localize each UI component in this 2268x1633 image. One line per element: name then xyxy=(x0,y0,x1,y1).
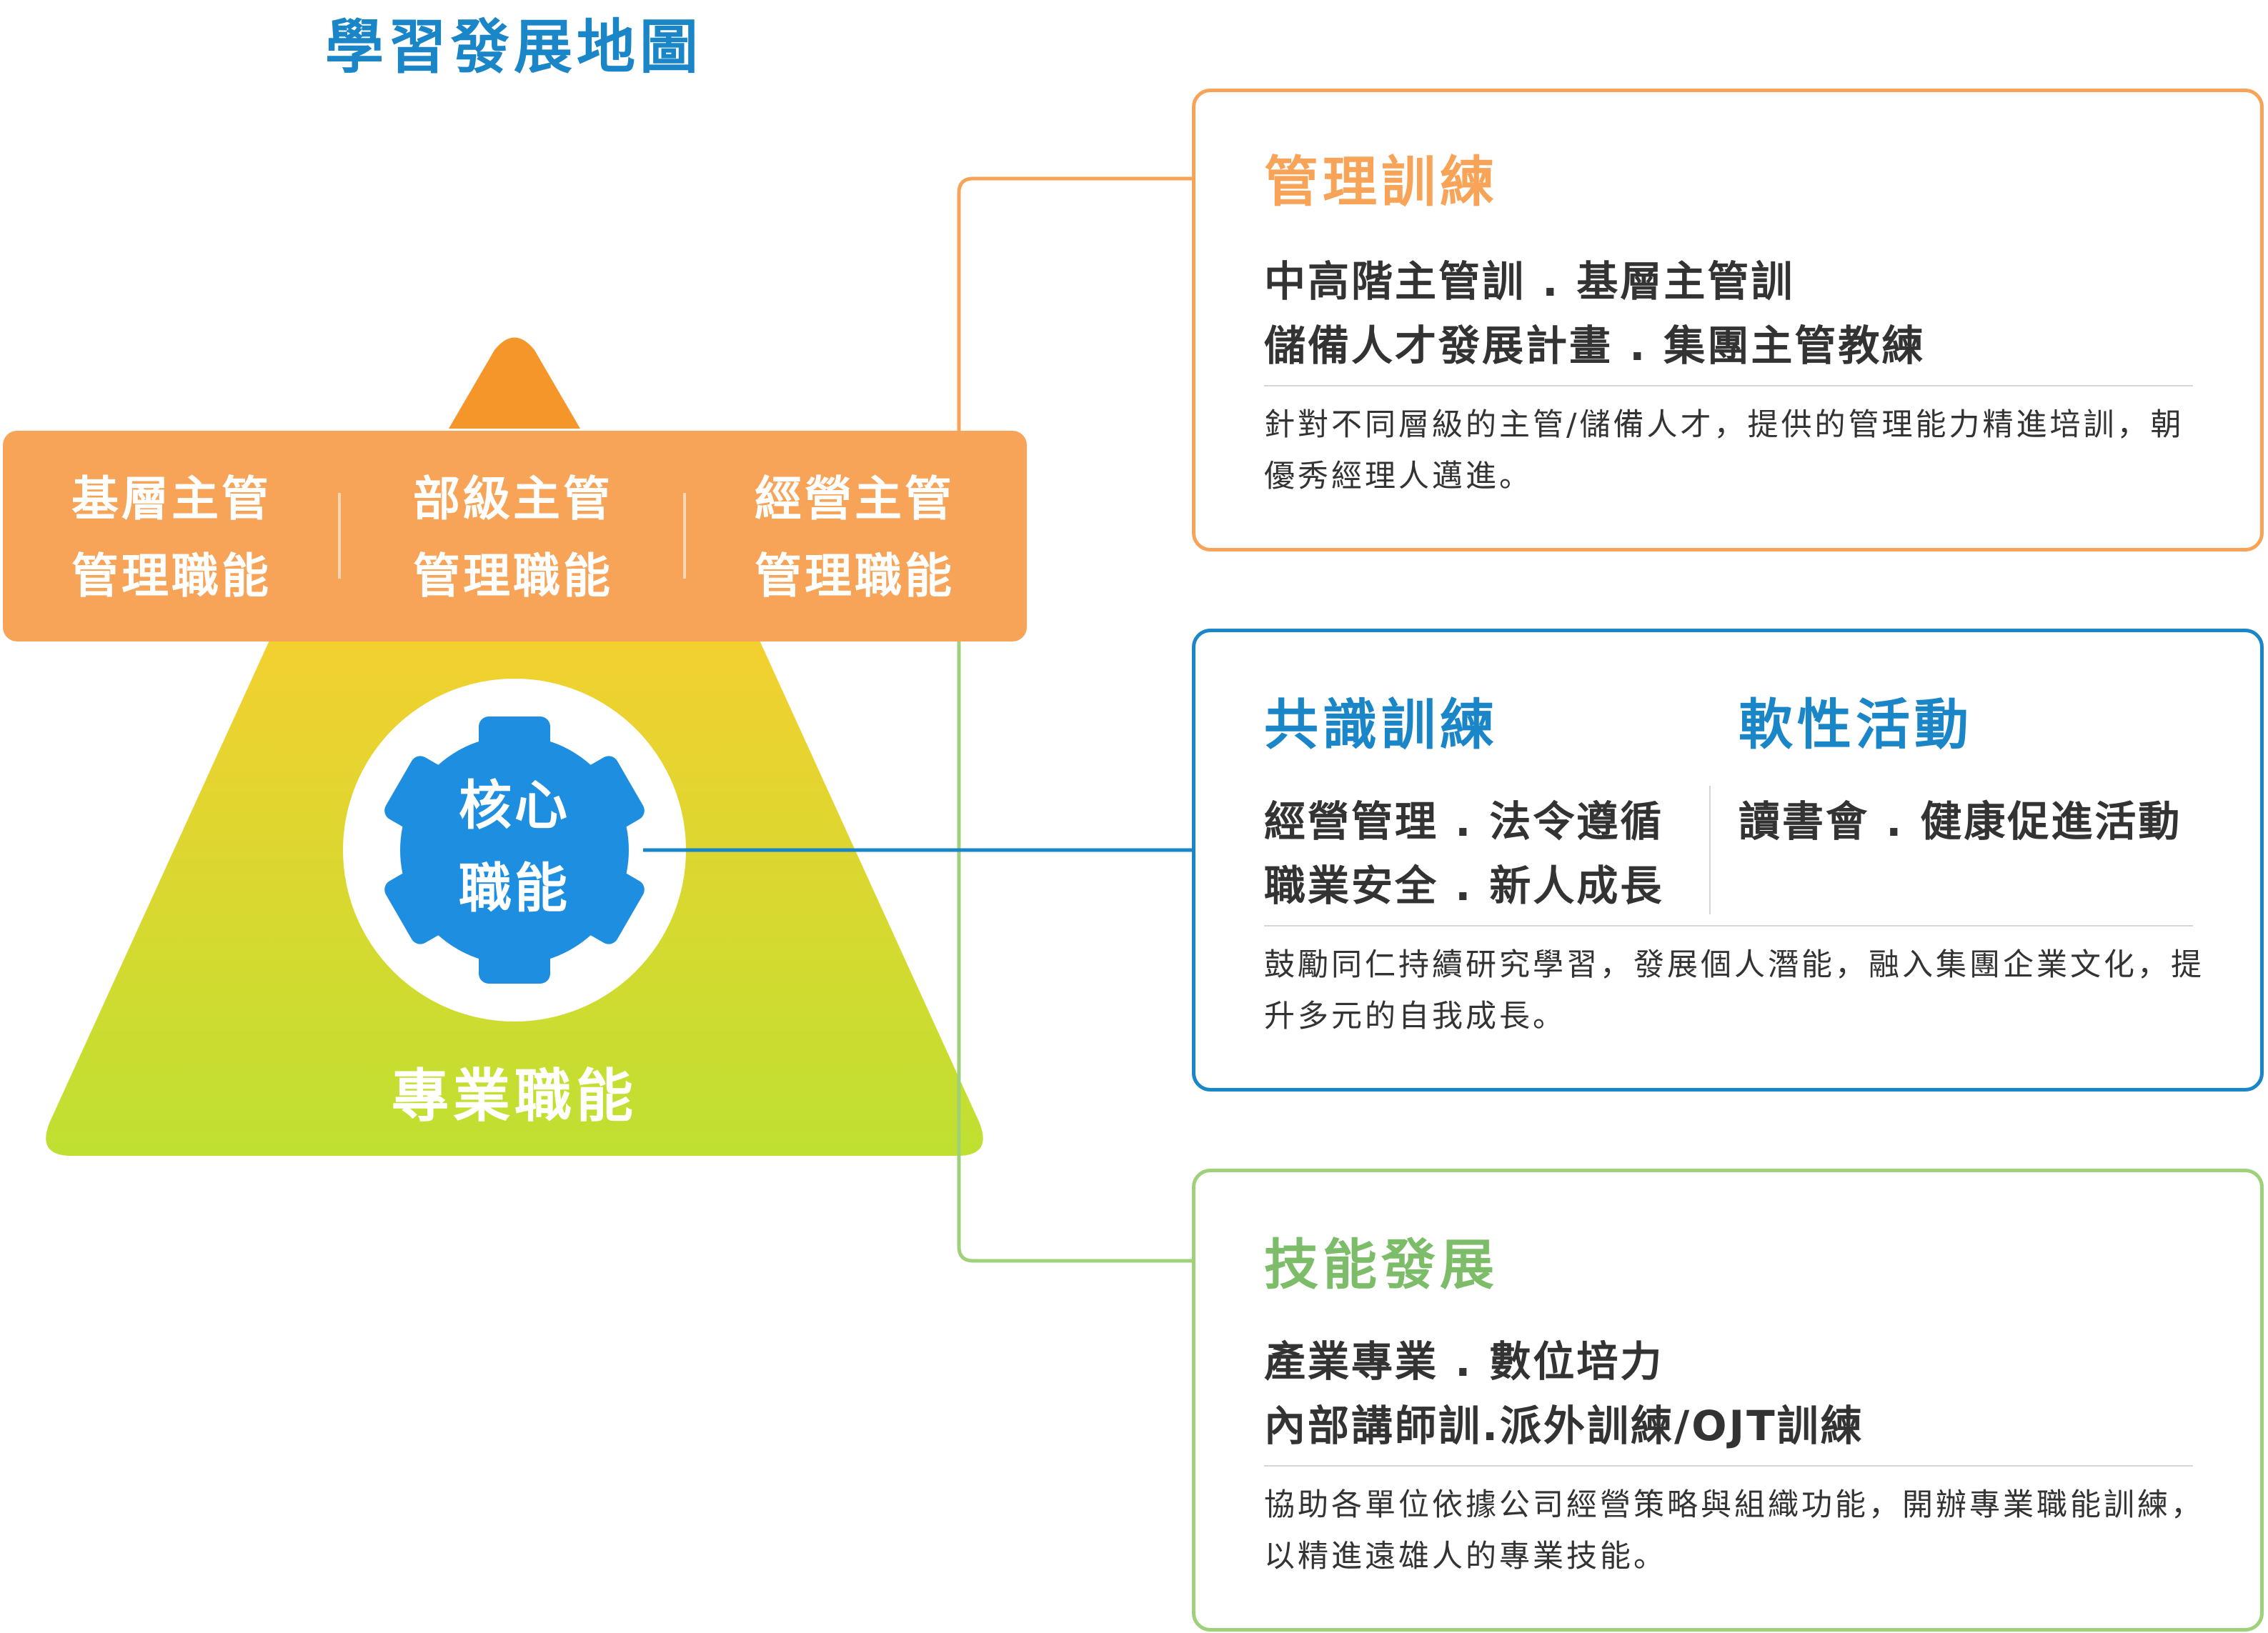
column-divider xyxy=(1709,786,1711,914)
consensus-title: 共識訓練 xyxy=(1264,693,1498,756)
divider xyxy=(1264,385,2193,386)
divider xyxy=(1264,925,2193,927)
skills-development-box: 技能發展 產業專業 . 數位培力 內部講師訓.派外訓練/OJT訓練 協助各單位依… xyxy=(1192,1169,2264,1632)
page-title: 學習發展地圖 xyxy=(325,14,703,81)
management-items: 中高階主管訓 . 基層主管訓 儲備人才發展計畫 . 集團主管教練 xyxy=(1264,249,1925,378)
skills-item: 內部講師訓.派外訓練/OJT訓練 xyxy=(1264,1402,1864,1450)
pyramid-tip xyxy=(449,337,580,429)
management-item: 中高階主管訓 . 基層主管訓 xyxy=(1264,257,1795,306)
soft-activity-item: 讀書會 . 健康促進活動 xyxy=(1739,797,2182,846)
core-line1: 核心 xyxy=(459,775,570,837)
band-basic-manager: 基層主管 管理職能 xyxy=(21,461,322,615)
soft-activities-title: 軟性活動 xyxy=(1739,693,1973,756)
skills-items: 產業專業 . 數位培力 內部講師訓.派外訓練/OJT訓練 xyxy=(1264,1329,1864,1458)
band-line1: 經營主管 xyxy=(755,471,955,526)
consensus-item: 經營管理 . 法令遵循 xyxy=(1264,797,1664,846)
skills-title: 技能發展 xyxy=(1264,1233,1498,1297)
band-dept-manager: 部級主管 管理職能 xyxy=(363,461,663,615)
core-line2: 職能 xyxy=(459,858,570,919)
band-line1: 部級主管 xyxy=(413,471,613,526)
band-line1: 基層主管 xyxy=(71,471,272,526)
consensus-item: 職業安全 . 新人成長 xyxy=(1264,862,1664,910)
skills-item: 產業專業 . 數位培力 xyxy=(1264,1337,1664,1386)
gear-icon xyxy=(384,716,645,984)
management-training-box: 管理訓練 中高階主管訓 . 基層主管訓 儲備人才發展計畫 . 集團主管教練 針對… xyxy=(1192,89,2264,551)
management-title: 管理訓練 xyxy=(1264,150,1498,214)
management-band xyxy=(3,431,1027,641)
consensus-items: 經營管理 . 法令遵循 職業安全 . 新人成長 xyxy=(1264,789,1663,918)
skills-description: 協助各單位依據公司經營策略與組織功能，開辦專業職能訓練，以精進遠雄人的專業技能。 xyxy=(1264,1487,2204,1574)
consensus-training-box: 共識訓練 軟性活動 經營管理 . 法令遵循 職業安全 . 新人成長 讀書會 . … xyxy=(1192,629,2264,1092)
band-line2: 管理職能 xyxy=(755,549,955,604)
divider xyxy=(1264,1465,2193,1467)
connector-management xyxy=(957,176,1192,431)
band-executive-manager: 經營主管 管理職能 xyxy=(705,461,1005,615)
soft-activities-items: 讀書會 . 健康促進活動 xyxy=(1739,789,2182,854)
consensus-description: 鼓勵同仁持續研究學習，發展個人潛能，融入集團企業文化，提升多元的自我成長。 xyxy=(1264,947,2204,1034)
band-line2: 管理職能 xyxy=(71,549,272,604)
band-line2: 管理職能 xyxy=(413,549,613,604)
management-description: 針對不同層級的主管/儲備人才，提供的管理能力精進培訓，朝優秀經理人邁進。 xyxy=(1264,407,2184,494)
professional-competency-label: 專業職能 xyxy=(392,1063,637,1129)
connector-skills xyxy=(957,641,1192,1263)
management-item: 儲備人才發展計畫 . 集團主管教練 xyxy=(1264,321,1926,370)
core-competency-label: 核心 職能 xyxy=(443,764,586,930)
